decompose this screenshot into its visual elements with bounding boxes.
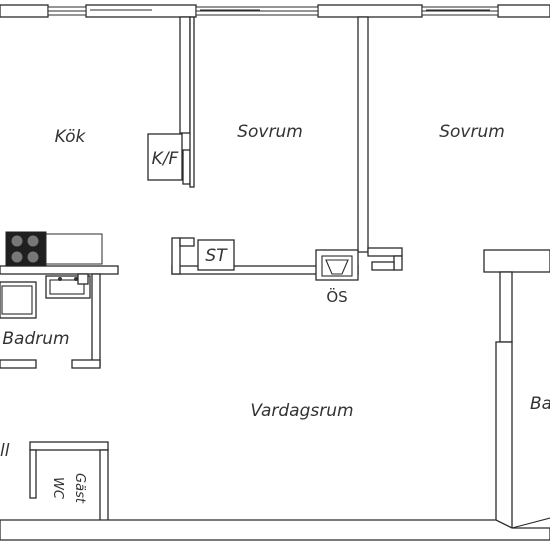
room-label-sovrum-2: Sovrum (439, 122, 505, 142)
bathtub (0, 281, 37, 319)
stove (5, 231, 103, 267)
fireplace (321, 255, 353, 277)
window-1 (47, 6, 87, 16)
room-label-sovrum-1: Sovrum (237, 122, 303, 142)
kf-cabinet (147, 133, 183, 181)
window-3 (421, 6, 499, 16)
top-exterior-wall (0, 4, 550, 18)
window-2 (195, 6, 319, 16)
interior-walls (0, 16, 550, 541)
room-label-badrum: Badrum (2, 329, 69, 349)
room-label-wc: WC (50, 477, 65, 500)
toilet (77, 273, 89, 285)
room-label-vardagsrum: Vardagsrum (250, 401, 353, 421)
st-cabinet (197, 239, 235, 271)
room-label-os: ÖS (326, 287, 347, 306)
room-label-kok: Kök (55, 127, 87, 147)
room-label-hall-partial: ll (0, 441, 10, 461)
room-label-kf: K/F (152, 149, 179, 169)
room-label-st: ST (205, 246, 228, 266)
room-label-ba-partial: Ba (530, 394, 550, 414)
room-label-gast: Gäst (72, 473, 87, 504)
